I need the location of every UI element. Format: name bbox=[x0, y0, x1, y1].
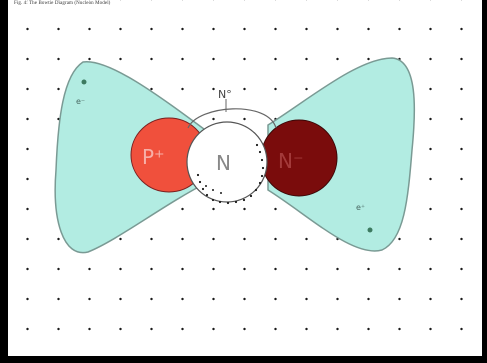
top-marker-label: N° bbox=[218, 88, 232, 101]
right-lobe-label: N⁻ bbox=[278, 149, 304, 173]
right-wing-dot bbox=[368, 228, 373, 233]
left-wing-dot bbox=[82, 80, 87, 85]
figure-page: Fig. 4: The Bowtie Diagram (Nucleon Mode… bbox=[8, 0, 482, 356]
center-label: N bbox=[216, 151, 231, 175]
left-lobe-label: P⁺ bbox=[142, 145, 165, 169]
left-note-label: e⁻ bbox=[76, 97, 85, 106]
bowtie-diagram: P⁺ N N⁻ N° e⁻ e⁺ bbox=[8, 0, 482, 356]
right-note-label: e⁺ bbox=[356, 203, 365, 212]
